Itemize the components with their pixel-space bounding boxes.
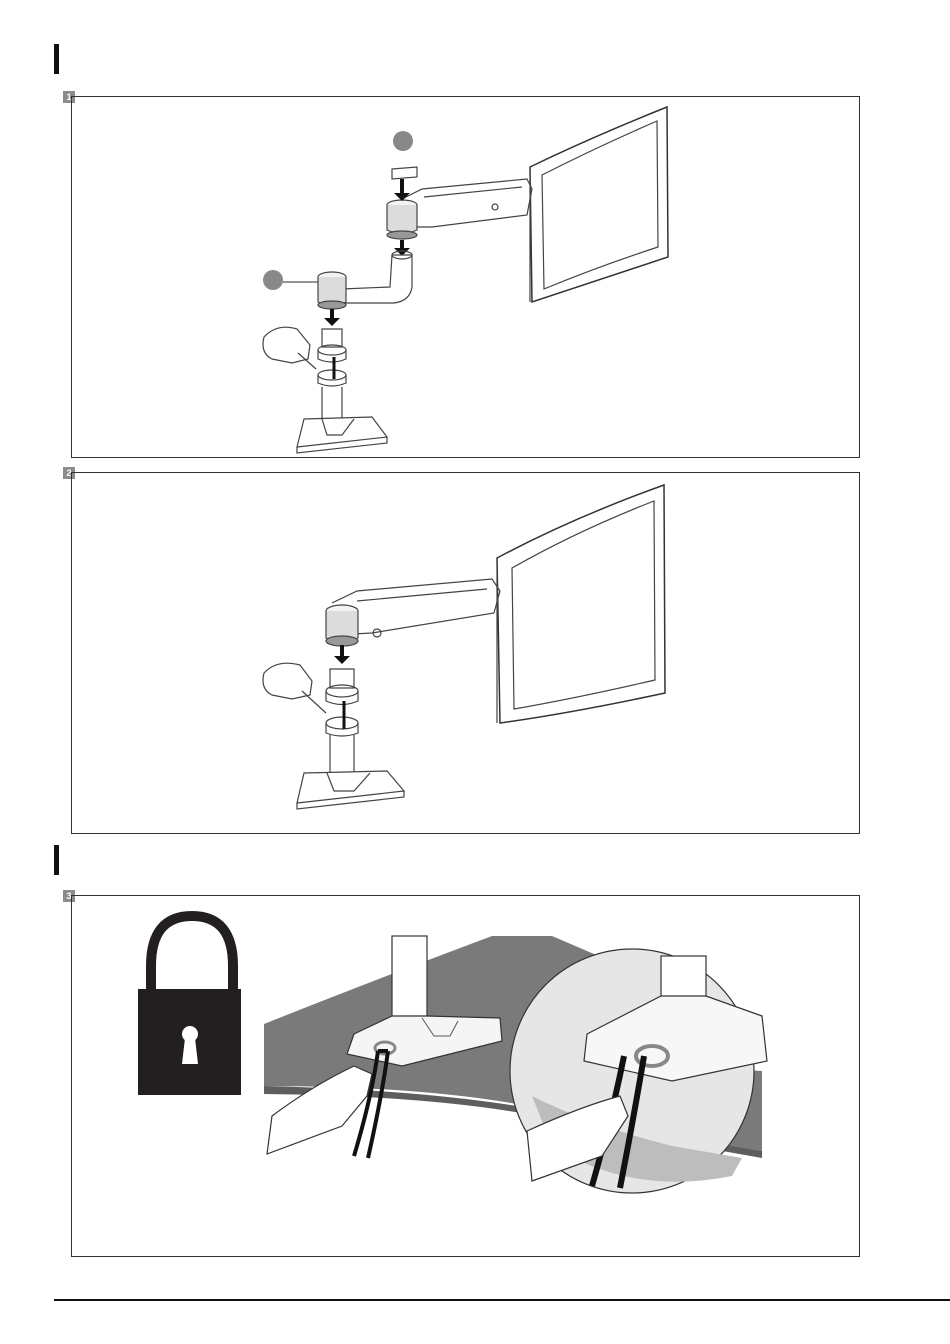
step-panel-3 — [71, 895, 860, 1257]
hub — [326, 605, 358, 646]
monitor — [530, 107, 668, 302]
pole — [326, 669, 358, 778]
top-cap — [392, 167, 417, 179]
keyhole-icon — [182, 1026, 198, 1064]
step-1-illustration — [72, 97, 861, 459]
section-marker — [54, 845, 59, 875]
pole — [392, 936, 427, 1021]
magnified-detail — [510, 949, 767, 1193]
step-panel-2 — [71, 472, 860, 834]
step-3-illustration — [72, 896, 861, 1258]
callout-marker — [263, 270, 283, 290]
upper-hub — [387, 200, 417, 239]
callout-marker — [393, 131, 413, 151]
hand — [263, 327, 316, 369]
lower-arm — [342, 251, 412, 303]
pole — [318, 329, 346, 427]
step-panel-1 — [71, 96, 860, 458]
monitor — [497, 485, 665, 723]
base — [297, 417, 387, 453]
section-marker — [54, 44, 59, 74]
footer-rule — [54, 1299, 950, 1301]
step-2-illustration — [72, 473, 861, 835]
arrow-down-icon — [324, 318, 340, 326]
upper-arm — [402, 179, 532, 227]
arrow-down-icon — [334, 656, 350, 664]
base — [297, 771, 404, 809]
hand — [263, 663, 326, 713]
lock-icon — [138, 916, 241, 1095]
lower-hub — [318, 272, 346, 309]
